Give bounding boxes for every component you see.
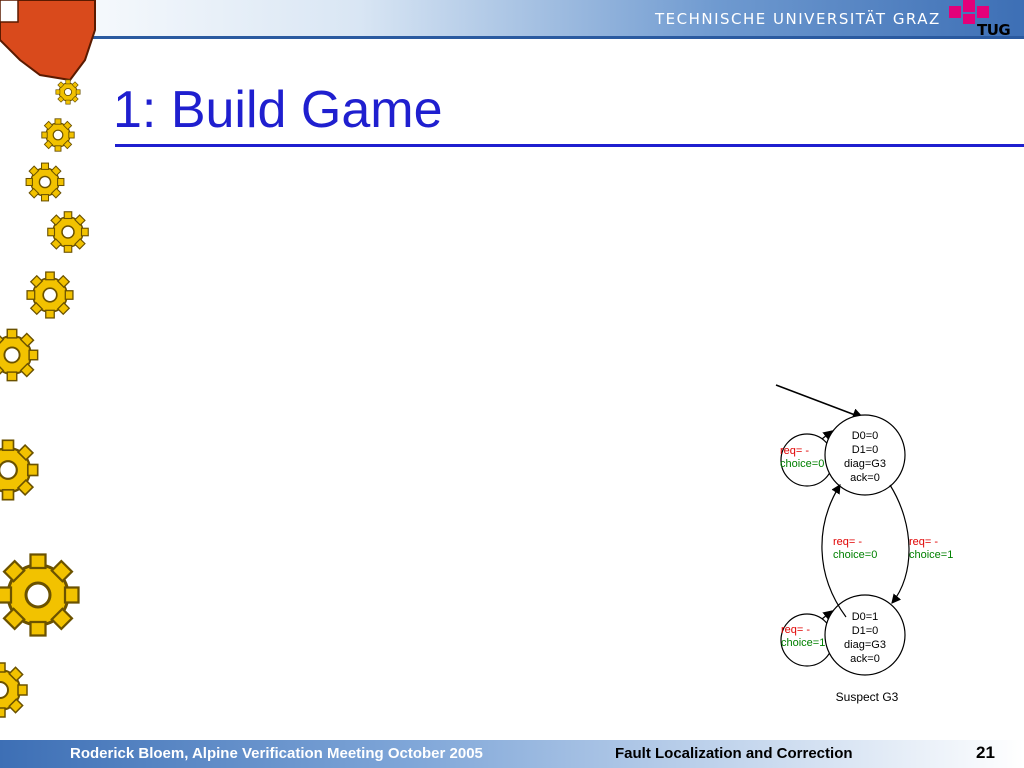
edge-left <box>821 483 847 618</box>
diagram-caption: Suspect G3 <box>836 690 899 704</box>
tug-logo <box>949 0 989 24</box>
state-diagram: D0=0 D1=0 diag=G3 ack=0 D0=1 D1=0 diag=G… <box>775 384 953 704</box>
footer-topic: Fault Localization and Correction <box>615 745 853 762</box>
loop-bottom-req: req= - <box>781 624 810 636</box>
tug-logo-text: TUG <box>977 21 1011 39</box>
edge-right <box>889 484 910 604</box>
page-number: 21 <box>976 743 995 762</box>
state-bottom-ack: ack=0 <box>850 653 880 665</box>
edge-right-choice: choice=1 <box>909 549 953 561</box>
header-rule <box>0 36 1024 39</box>
state-bottom-d0: D0=1 <box>852 611 879 623</box>
state-top-diag: diag=G3 <box>844 458 886 470</box>
state-top-d1: D1=0 <box>852 444 879 456</box>
state-bottom-d1: D1=0 <box>852 625 879 637</box>
footer-bar: Roderick Bloem, Alpine Verification Meet… <box>0 740 1024 768</box>
loop-bottom-choice: choice=1 <box>781 637 825 649</box>
initial-arrow <box>775 384 865 420</box>
slide-title: 1: Build Game <box>113 81 443 139</box>
gears-decoration-icon <box>0 0 96 718</box>
loop-top-req: req= - <box>780 445 809 457</box>
edge-right-req: req= - <box>909 536 938 548</box>
edge-left-choice: choice=0 <box>833 549 877 561</box>
title-underline <box>115 144 1024 147</box>
university-name: TECHNISCHE UNIVERSITÄT GRAZ <box>655 10 941 28</box>
state-top <box>824 414 906 496</box>
header-bar: TECHNISCHE UNIVERSITÄT GRAZ <box>0 0 1024 39</box>
loop-top-choice: choice=0 <box>780 458 824 470</box>
state-top-d0: D0=0 <box>852 430 879 442</box>
edge-left-req: req= - <box>833 536 862 548</box>
state-bottom-diag: diag=G3 <box>844 639 886 651</box>
state-top-ack: ack=0 <box>850 472 880 484</box>
footer-author: Roderick Bloem, Alpine Verification Meet… <box>70 745 483 762</box>
